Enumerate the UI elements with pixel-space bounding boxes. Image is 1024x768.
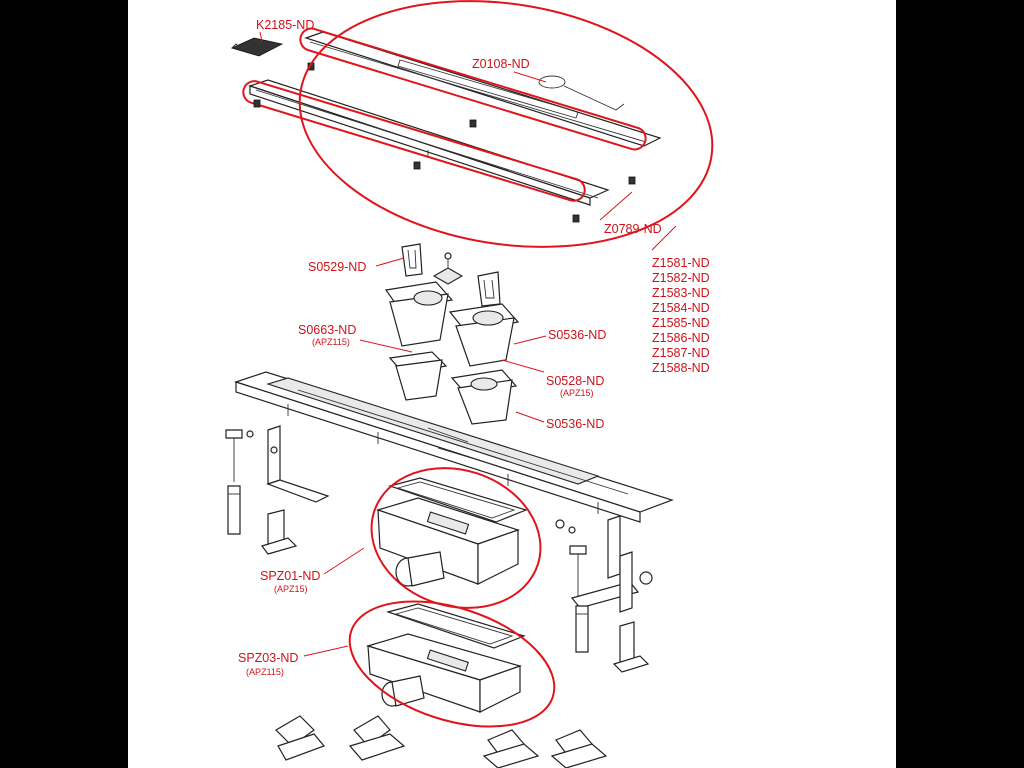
part-labels: K2185-ND Z0108-ND Z0789-ND Z1581-ND Z158… <box>238 18 710 677</box>
label-s0528: S0528-ND <box>546 374 604 388</box>
drain-channel <box>234 371 674 523</box>
label-z1586: Z1586-ND <box>652 331 710 345</box>
leveling-feet <box>275 715 608 768</box>
trap-spz03 <box>365 603 526 713</box>
label-z1583: Z1583-ND <box>652 286 710 300</box>
label-z1582: Z1582-ND <box>652 271 710 285</box>
label-z1585: Z1585-ND <box>652 316 710 330</box>
leader-lines <box>259 31 677 657</box>
seal-rings <box>242 27 647 223</box>
upper-grate-assembly <box>248 31 662 206</box>
siphon-parts <box>384 243 520 425</box>
label-spz01-sub: (APZ15) <box>274 584 308 594</box>
drawing-sheet: K2185-ND Z0108-ND Z0789-ND Z1581-ND Z158… <box>128 0 896 768</box>
label-s0663: S0663-ND <box>298 323 356 337</box>
exploded-parts-diagram: K2185-ND Z0108-ND Z0789-ND Z1581-ND Z158… <box>225 0 714 768</box>
label-s0536-lower: S0536-ND <box>546 417 604 431</box>
label-spz03-sub: (APZ115) <box>246 667 284 677</box>
grate-group-callout <box>298 0 714 248</box>
label-z1587: Z1587-ND <box>652 346 710 360</box>
label-s0529: S0529-ND <box>308 260 366 274</box>
grate-hook-tool <box>538 75 625 111</box>
label-s0536-upper: S0536-ND <box>548 328 606 342</box>
label-z1581: Z1581-ND <box>652 256 710 270</box>
label-k2185: K2185-ND <box>256 18 314 32</box>
label-s0528-sub: (APZ15) <box>560 388 594 398</box>
mounting-brackets-right <box>555 515 653 673</box>
label-spz03: SPZ03-ND <box>238 651 298 665</box>
trap-spz01 <box>376 477 528 587</box>
spz03-callout <box>348 600 556 728</box>
label-z1584: Z1584-ND <box>652 301 710 315</box>
label-z0789: Z0789-ND <box>604 222 662 236</box>
label-z1588: Z1588-ND <box>652 361 710 375</box>
label-spz01: SPZ01-ND <box>260 569 320 583</box>
tile-trowel-part <box>230 37 284 57</box>
mounting-brackets-left <box>225 425 330 555</box>
label-z0108: Z0108-ND <box>472 57 530 71</box>
label-s0663-sub: (APZ115) <box>312 337 350 347</box>
